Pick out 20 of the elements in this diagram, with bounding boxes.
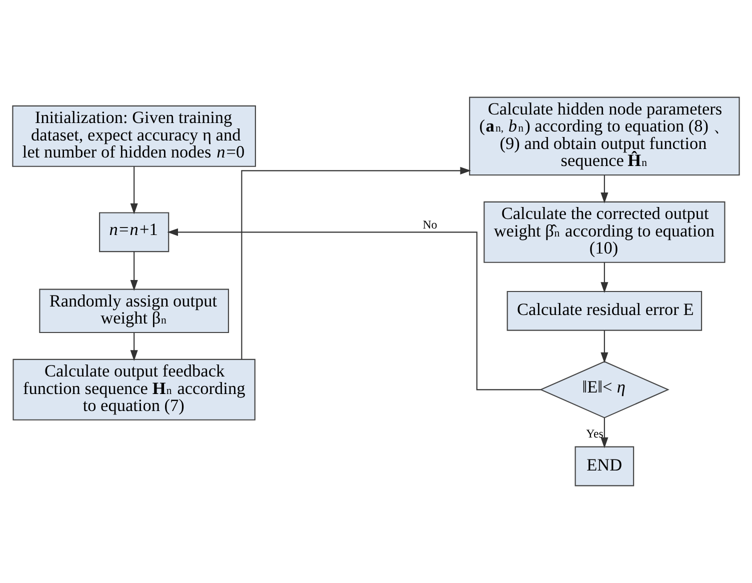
arrow [167,228,541,390]
node-box: Randomly assign output weight βn [39,288,230,334]
edge-label: No [422,218,438,232]
arrow [600,330,608,364]
node-box: END [574,446,634,486]
arrow [600,262,608,293]
node-diamond: ‖E‖< η [539,361,670,418]
node-box: Initialization: Given training dataset, expect accuracy η and let number of hidden nodes n=0 [12,105,256,167]
node-box: Calculate output feedback function sequence Hn according to equation (7) [12,358,256,420]
arrow [600,418,608,448]
edge-label: Yes [586,426,604,440]
arrow [130,166,138,214]
node-box: n=n+1 [99,212,170,252]
node-box: Calculate the corrected output weight β̂n according to equation (10) [484,201,726,263]
arrow [130,332,138,361]
arrow [600,175,608,204]
arrow [241,166,471,360]
arrow [130,252,138,291]
node-box: Calculate residual error E [506,290,702,331]
node-box: Calculate hidden node parameters (an, bn) according to equation (8) 、 (9) and obtain output function sequence Ĥn [469,96,740,176]
